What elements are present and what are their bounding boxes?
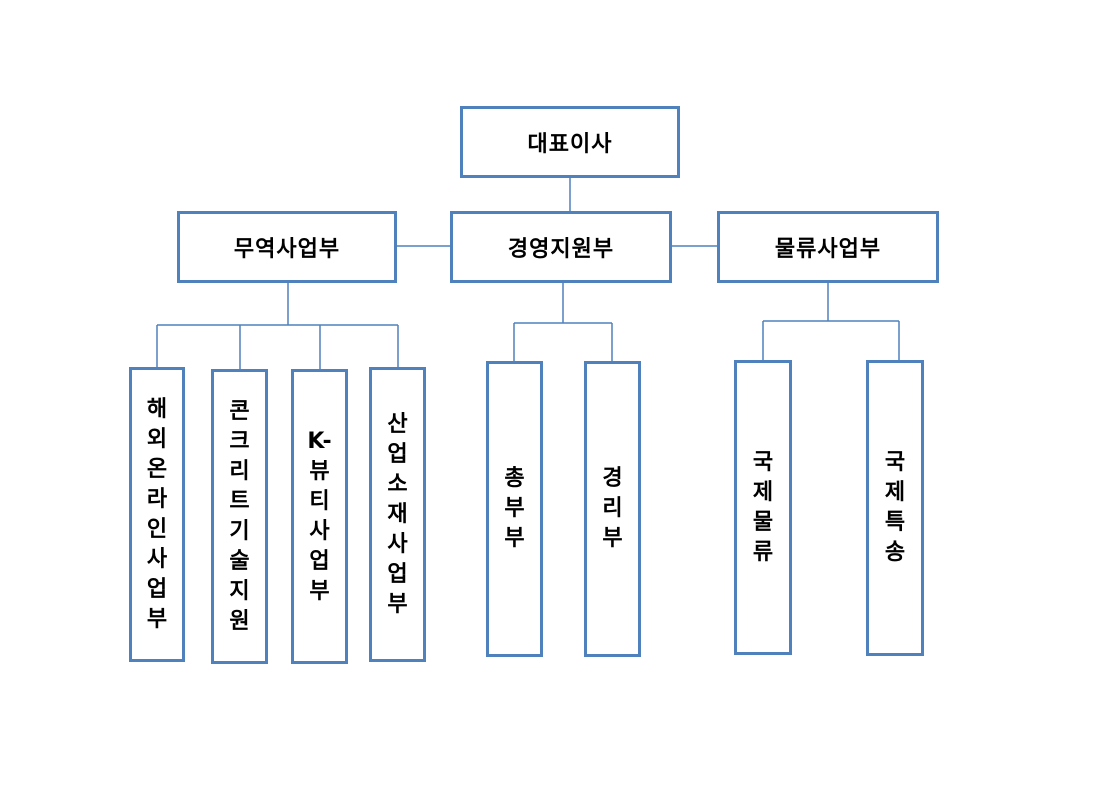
trade-division-label: 무역사업부 <box>233 237 341 262</box>
team-box-intl-logistics: 국제물류 <box>734 360 792 655</box>
management-division-label: 경영지원부 <box>507 237 615 262</box>
team-box-accounting: 경리부 <box>584 361 641 657</box>
team-label-intl-express: 국제특송 <box>884 450 906 565</box>
team-box-overseas-online: 해외온라인사업부 <box>129 367 185 662</box>
team-label-overseas-online: 해외온라인사업부 <box>146 396 168 632</box>
trade-division-box: 무역사업부 <box>177 211 397 283</box>
team-box-concrete-tech: 콘크리트기술지원 <box>211 369 268 664</box>
team-label-intl-logistics: 국제물류 <box>752 449 774 565</box>
team-label-accounting: 경리부 <box>602 466 623 551</box>
team-box-intl-express: 국제특송 <box>866 360 924 656</box>
team-label-concrete-tech: 콘크리트기술지원 <box>229 398 250 634</box>
team-box-general-affairs: 총부부 <box>486 361 543 657</box>
team-label-industrial-materials: 산업소재사업부 <box>387 411 408 617</box>
logistics-division-box: 물류사업부 <box>717 211 939 283</box>
ceo-label: 대표이사 <box>527 132 613 157</box>
ceo-box: 대표이사 <box>460 106 680 178</box>
team-label-k-beauty: K-뷰티사업부 <box>307 428 332 604</box>
logistics-division-label: 물류사업부 <box>774 237 882 262</box>
team-box-industrial-materials: 산업소재사업부 <box>369 367 426 662</box>
team-label-general-affairs: 총부부 <box>504 466 525 551</box>
team-box-k-beauty: K-뷰티사업부 <box>291 369 348 664</box>
management-division-box: 경영지원부 <box>450 211 672 283</box>
